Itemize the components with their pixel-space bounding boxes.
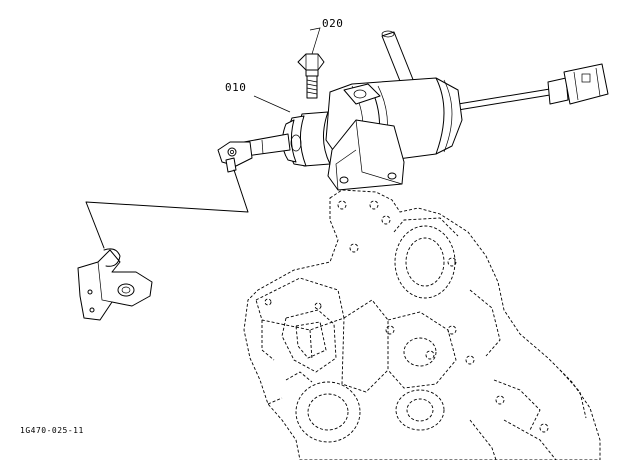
figure-code: 1G470-025-11 [20, 426, 84, 435]
leader-020 [309, 27, 321, 55]
linkage-and-lever [77, 169, 249, 321]
leader-010 [253, 95, 291, 113]
bolt [297, 53, 325, 99]
callout-label-010: 010 [225, 81, 247, 94]
callout-label-020: 020 [322, 17, 344, 30]
leader-lines [253, 27, 321, 113]
solenoid-assembly [217, 30, 609, 191]
gear-case [243, 189, 601, 461]
